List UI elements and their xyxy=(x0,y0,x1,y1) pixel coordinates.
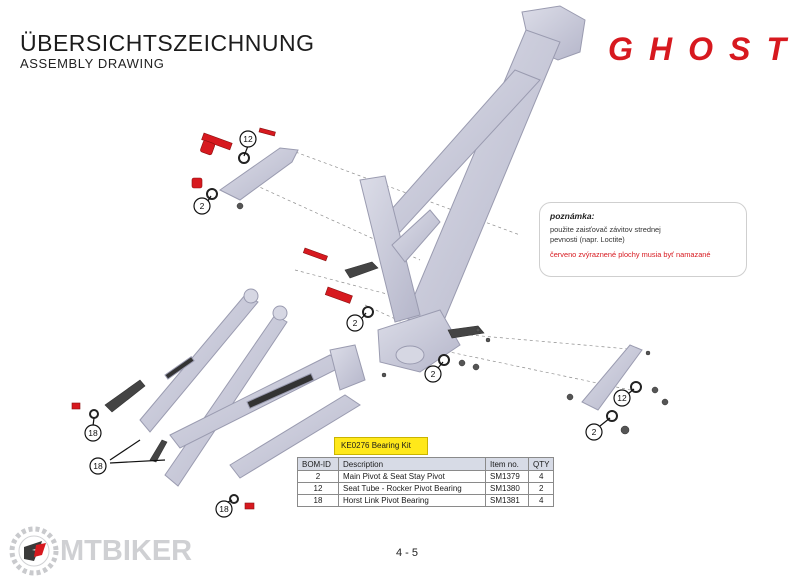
bearing-kit-label: KE0276 Bearing Kit xyxy=(334,437,428,455)
bom-qty: 4 xyxy=(527,494,555,507)
callout-number: 2 xyxy=(592,427,597,437)
note-red-line: červeno zvýraznené plochy musia byť nama… xyxy=(550,250,711,259)
callout-number: 18 xyxy=(88,428,98,438)
column-header: QTY xyxy=(527,457,555,471)
page-title: ÜBERSICHTSZEICHNUNG xyxy=(20,30,315,56)
ghost-logo: GHOST xyxy=(608,31,786,66)
bom-item-no: SM1380 xyxy=(485,482,529,495)
callout-number: 18 xyxy=(93,461,103,471)
table-row: 2 Main Pivot & Seat Stay Pivot SM1379 4 xyxy=(297,470,555,483)
callout-number: 2 xyxy=(431,369,436,379)
note-title: poznámka: xyxy=(550,211,595,221)
bom-item-no: SM1381 xyxy=(485,494,529,507)
mtbiker-watermark: MTBIKER xyxy=(60,535,193,567)
callout-2-rocker: 2 xyxy=(193,197,211,215)
column-header: Item no. xyxy=(485,457,529,471)
hardware-small xyxy=(236,202,669,435)
bom-item-no: SM1379 xyxy=(485,470,529,483)
column-header: Description xyxy=(338,457,486,471)
callout-number: 12 xyxy=(617,393,627,403)
column-header: BOM-ID xyxy=(297,457,339,471)
callout-18-dropout: 18 xyxy=(84,424,102,442)
callout-number: 2 xyxy=(200,201,205,211)
page-subtitle: ASSEMBLY DRAWING xyxy=(20,56,165,71)
rocker-link-right xyxy=(581,344,643,411)
callout-12-top: 12 xyxy=(239,130,257,148)
rocker-link xyxy=(219,147,299,201)
bom-description: Horst Link Pivot Bearing xyxy=(338,494,486,507)
callout-18-lower: 18 xyxy=(215,500,233,518)
note-box: poznámka: použite zaisťovač závitov stre… xyxy=(539,202,747,277)
bom-table: BOM-ID Description Item no. QTY 2 Main P… xyxy=(297,457,555,507)
pivot-bolts xyxy=(71,127,353,510)
main-frame xyxy=(359,5,586,373)
bom-qty: 2 xyxy=(527,482,555,495)
bom-id: 18 xyxy=(297,494,339,507)
chain-stay xyxy=(164,344,366,479)
page-number: 4 - 5 xyxy=(396,547,419,559)
callout-2-right: 2 xyxy=(585,423,603,441)
note-line: použite zaisťovač závitov strednej xyxy=(550,225,661,234)
callout-12-right: 12 xyxy=(613,389,631,407)
callout-leaders xyxy=(92,145,635,504)
table-row: 12 Seat Tube - Rocker Pivot Bearing SM13… xyxy=(297,482,555,495)
callout-number: 2 xyxy=(353,318,358,328)
callout-2-bb: 2 xyxy=(424,365,442,383)
bom-description: Seat Tube - Rocker Pivot Bearing xyxy=(338,482,486,495)
bom-description: Main Pivot & Seat Stay Pivot xyxy=(338,470,486,483)
note-line: pevnosti (napr. Loctite) xyxy=(550,235,625,244)
dropout-parts xyxy=(104,261,485,463)
seat-stay xyxy=(139,288,288,487)
bom-qty: 4 xyxy=(527,470,555,483)
bom-id: 2 xyxy=(297,470,339,483)
mtbiker-seal-icon xyxy=(9,526,59,576)
callout-number: 12 xyxy=(243,134,253,144)
table-row: 18 Horst Link Pivot Bearing SM1381 4 xyxy=(297,494,555,507)
callout-18-horst: 18 xyxy=(89,457,107,475)
callout-2-main: 2 xyxy=(346,314,364,332)
bom-id: 12 xyxy=(297,482,339,495)
table-header-row: BOM-ID Description Item no. QTY xyxy=(297,457,555,471)
callout-number: 18 xyxy=(219,504,229,514)
